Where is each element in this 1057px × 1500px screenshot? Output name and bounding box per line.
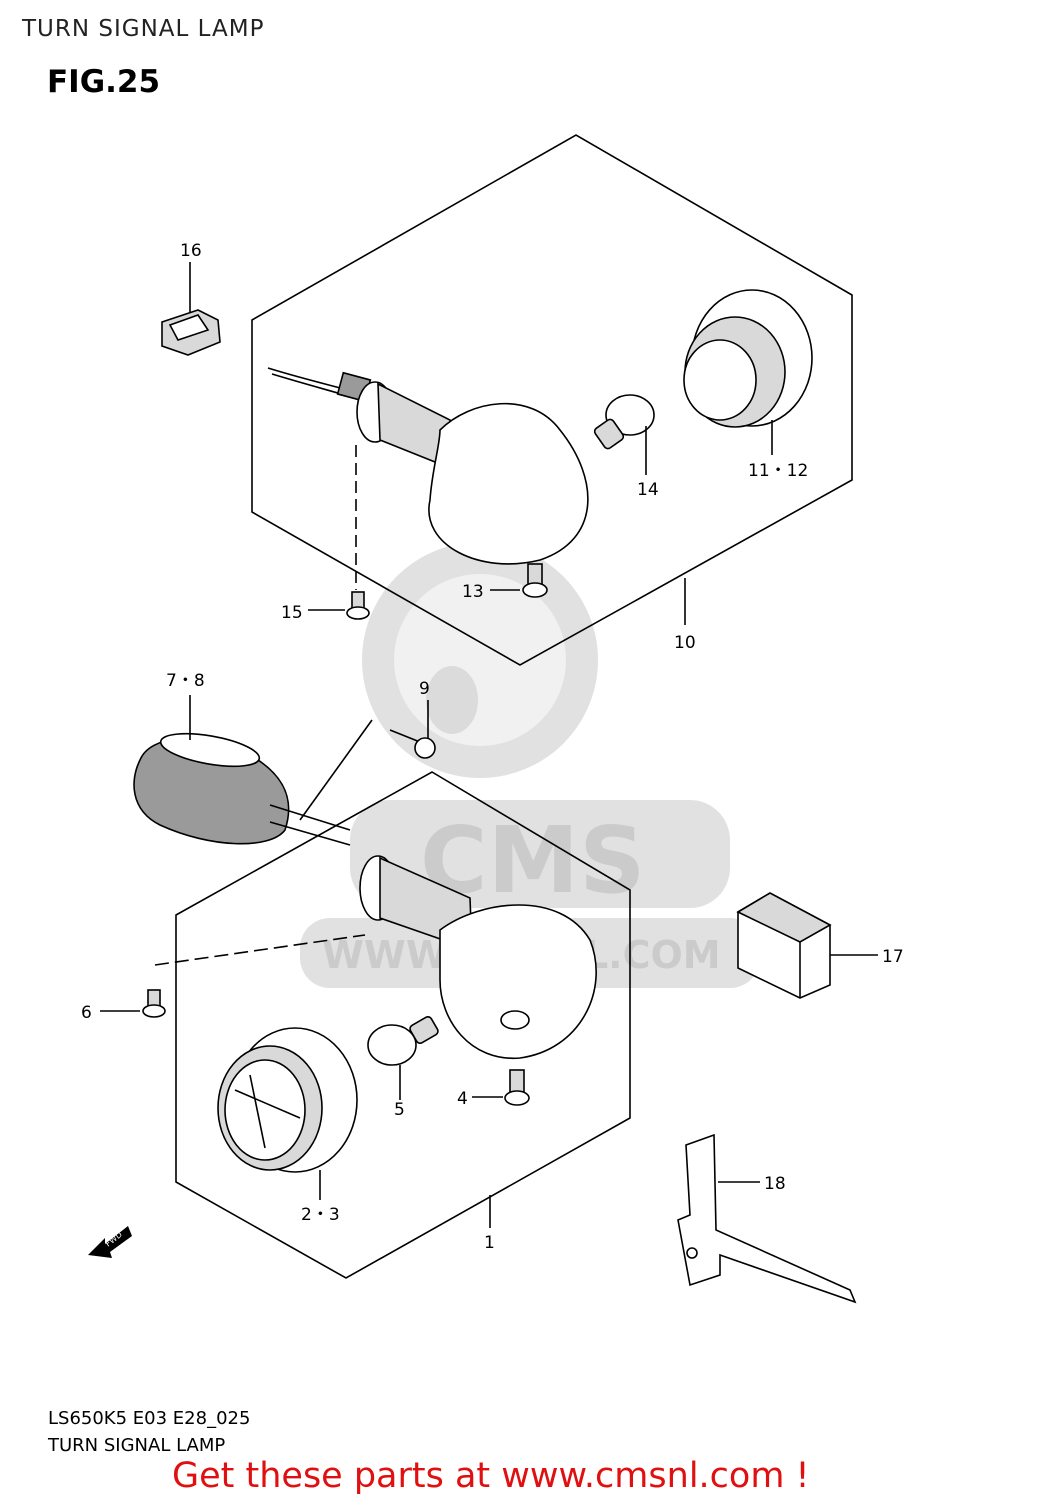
cta-link[interactable]: Get these parts at www.cmsnl.com ! (172, 1456, 810, 1496)
callout-17: 17 (882, 947, 904, 967)
part-1-front-lamp-housing (154, 855, 597, 1059)
callout-7-8: 7・8 (166, 671, 205, 691)
part-16-clamp (161, 262, 221, 356)
callout-15: 15 (281, 603, 303, 623)
part-9-bolt (299, 700, 436, 821)
part-7-8-cover (133, 695, 351, 846)
assembly-frame-rear-lamp (251, 134, 853, 666)
callout-1: 1 (484, 1233, 495, 1253)
part-5-bulb (367, 1016, 439, 1100)
callout-5: 5 (394, 1100, 405, 1120)
diagram-code: LS650K5 E03 E28_025 (48, 1408, 251, 1429)
callout-4: 4 (457, 1089, 468, 1109)
footer-title: TURN SIGNAL LAMP (48, 1435, 226, 1456)
part-4-screw (472, 1069, 530, 1106)
page-title: TURN SIGNAL LAMP (22, 16, 265, 42)
part-11-12-lens (683, 289, 813, 455)
part-17-relay (736, 892, 878, 999)
callout-14: 14 (637, 480, 659, 500)
callout-9: 9 (419, 679, 430, 699)
callout-10: 10 (674, 633, 696, 653)
assembly-frame-front-lamp (175, 771, 631, 1279)
callout-18: 18 (764, 1174, 786, 1194)
callout-6: 6 (81, 1003, 92, 1023)
part-10-rear-lamp-housing (267, 367, 589, 565)
callout-2-3: 2・3 (301, 1205, 340, 1225)
watermark-logo-bg (350, 800, 730, 908)
watermark-mascot-eye (426, 666, 478, 734)
part-15-screw (308, 445, 370, 620)
fwd-direction-arrow: FWD (88, 1226, 132, 1258)
callout-11-12: 11・12 (748, 461, 808, 481)
callout-13: 13 (462, 582, 484, 602)
part-14-bulb (593, 394, 655, 475)
part-6-screw (100, 989, 166, 1018)
figure-number: FIG.25 (47, 64, 161, 100)
part-13-screw (490, 563, 548, 598)
part-2-3-lens (217, 1027, 358, 1200)
callout-16: 16 (180, 241, 202, 261)
part-18-bracket (677, 1133, 857, 1304)
